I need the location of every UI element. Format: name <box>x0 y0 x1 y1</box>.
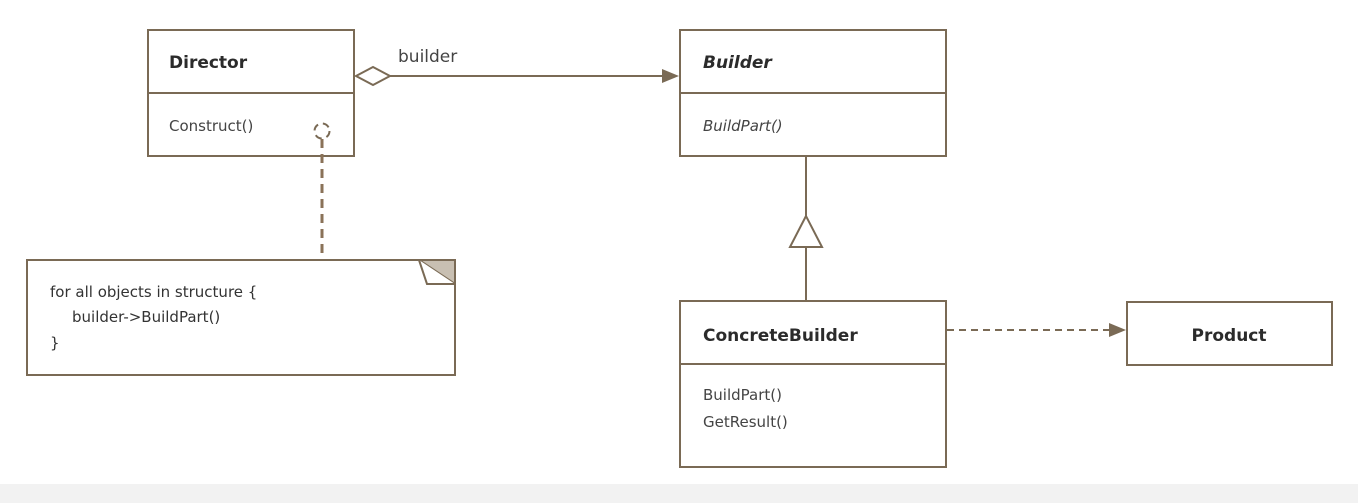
class-product[interactable]: Product <box>1126 301 1333 366</box>
aggregation-director-builder: builder <box>353 47 679 87</box>
dependency-concretebuilder-product <box>947 323 1126 337</box>
note-line-1: for all objects in structure { <box>50 283 257 301</box>
inheritance-triangle-icon <box>788 213 824 248</box>
association-arrowhead-icon <box>662 69 679 83</box>
generalization-concretebuilder-builder <box>788 157 824 301</box>
class-director[interactable]: Director Construct() <box>147 29 355 157</box>
class-product-title: Product <box>1192 326 1267 346</box>
aggregation-diamond-icon <box>353 65 393 87</box>
association-label: builder <box>398 47 457 67</box>
footer-bar <box>0 484 1358 503</box>
class-concretebuilder-method-2: GetResult() <box>703 413 788 431</box>
note-anchor-icon <box>313 122 331 140</box>
class-director-method: Construct() <box>169 117 253 135</box>
class-concretebuilder-method-1: BuildPart() <box>703 386 782 404</box>
class-concretebuilder[interactable]: ConcreteBuilder BuildPart() GetResult() <box>679 300 947 468</box>
dependency-arrowhead-icon <box>1109 323 1126 337</box>
note-line-3: } <box>50 334 60 352</box>
class-builder-title: Builder <box>703 53 773 73</box>
class-builder-method: BuildPart() <box>703 117 783 135</box>
note-line-2: builder->BuildPart() <box>72 308 220 326</box>
class-director-title: Director <box>169 53 248 73</box>
note-construct-pseudocode[interactable]: for all objects in structure { builder->… <box>26 259 456 376</box>
class-concretebuilder-title: ConcreteBuilder <box>703 326 858 346</box>
class-builder[interactable]: Builder BuildPart() <box>679 29 947 157</box>
